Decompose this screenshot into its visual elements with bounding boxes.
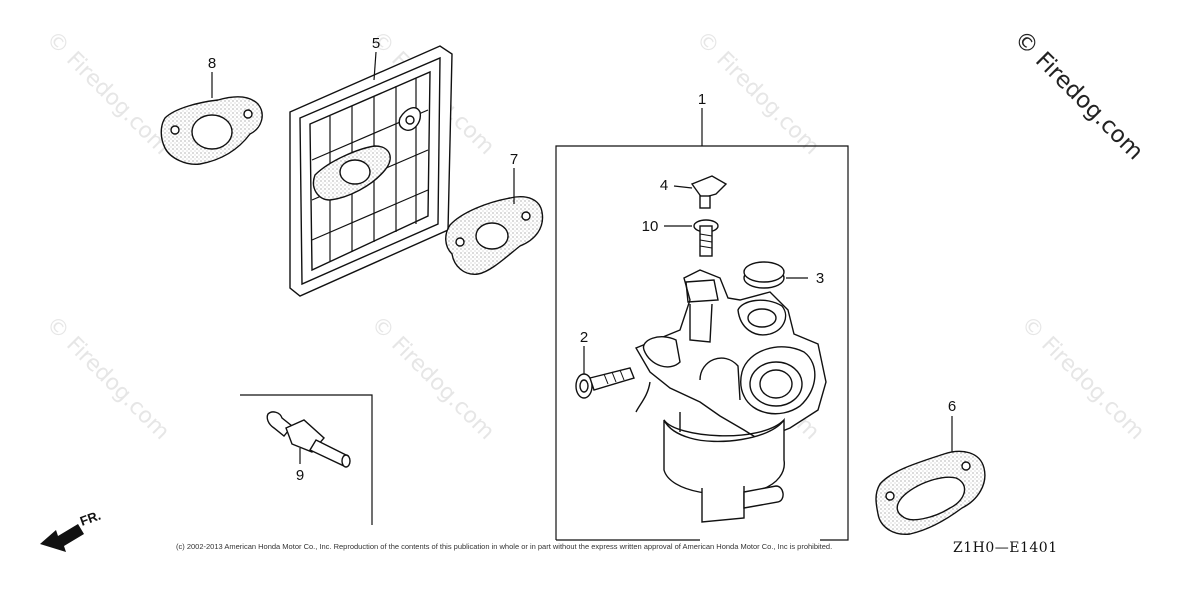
front-direction-arrow: FR. [40,508,103,552]
svg-text:© Firedog.com: © Firedog.com [691,27,824,160]
callout-4: 4 [660,177,668,194]
callout-9: 9 [296,467,304,484]
part-3-plug [743,261,785,289]
part-9-box [240,394,373,525]
carburetor-frame [555,145,849,541]
callout-5: 5 [372,35,380,52]
carburetor-body [634,269,827,523]
part-7-gasket [445,196,544,275]
svg-text:© Firedog.com: © Firedog.com [41,27,174,160]
front-direction-label: FR. [78,508,103,529]
part-10-screw [693,219,719,257]
callout-2: 2 [580,329,588,346]
svg-text:© Firedog.com: © Firedog.com [1016,312,1149,445]
part-8-gasket [160,96,263,165]
callout-3: 3 [816,270,824,287]
callout-6: 6 [948,398,956,415]
svg-text:© Firedog.com: © Firedog.com [41,312,174,445]
callout-7: 7 [510,151,518,168]
part-2-screw [575,367,635,399]
callout-10: 10 [642,218,659,235]
callout-8: 8 [208,55,216,72]
svg-text:© Firedog.com: © Firedog.com [366,312,499,445]
part-9-fitting [266,411,351,468]
part-4-cap [690,175,728,209]
figure-code: Z1H0—E1401 [953,540,1058,556]
copyright-notice: (c) 2002-2013 American Honda Motor Co., … [176,542,833,551]
part-5-air-cleaner-plate [289,45,453,297]
callout-1: 1 [698,91,706,108]
part-6-gasket [875,450,986,535]
watermark-main: © Firedog.com [1009,26,1148,165]
